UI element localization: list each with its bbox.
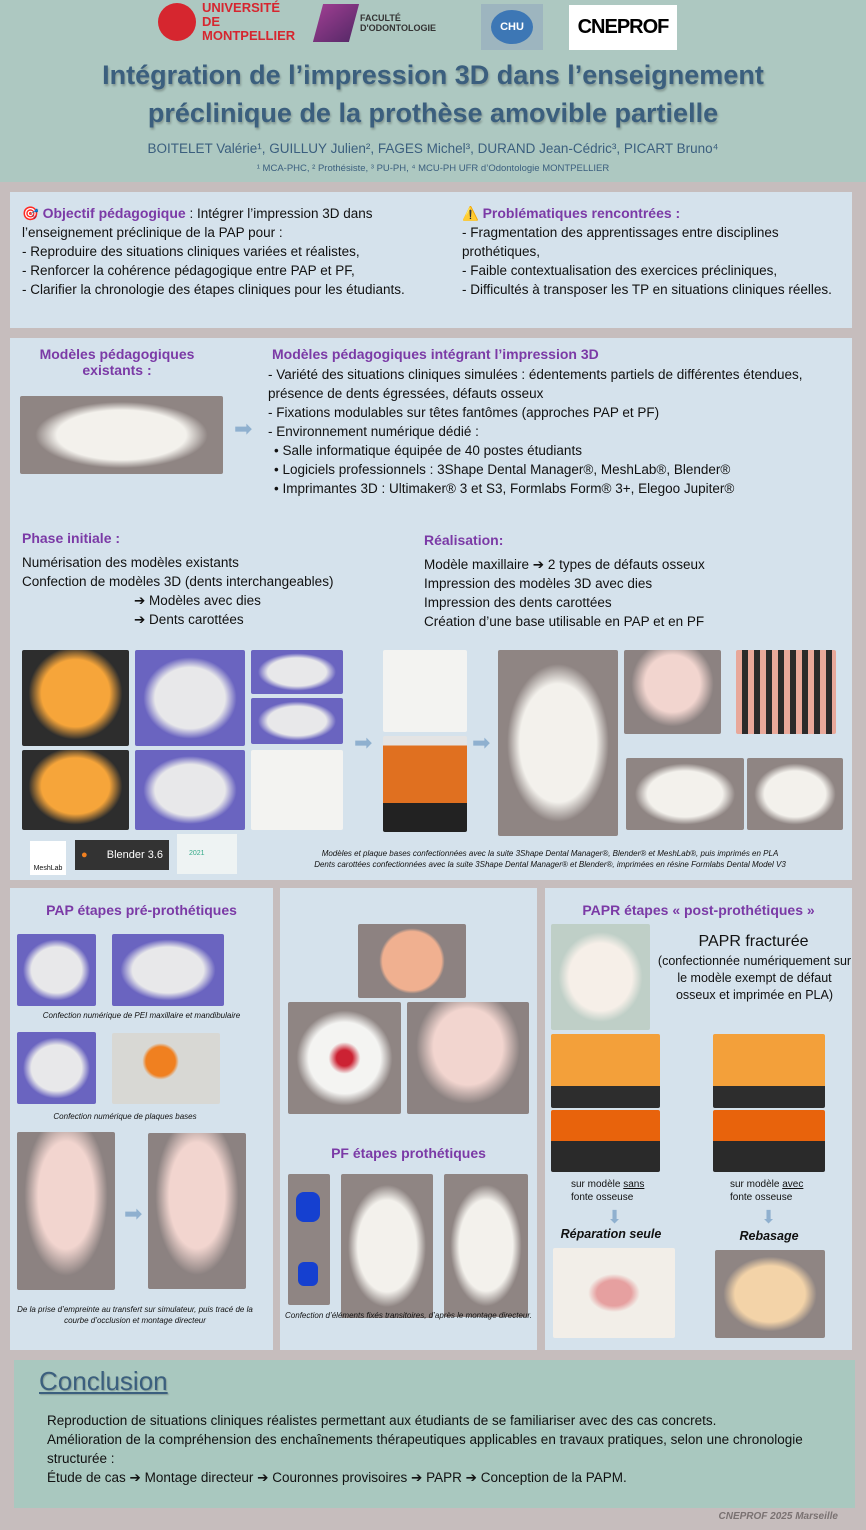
papr-panel: PAPR étapes « post-prothétiques » PAPR f… bbox=[545, 888, 852, 1350]
models-panel: Modèles pédagogiques existants : ➡ Modèl… bbox=[10, 338, 852, 880]
pf-panel: PF étapes prothétiques Confection d’élém… bbox=[280, 888, 537, 1350]
authors: BOITELET Valérie¹, GUILLUY Julien², FAGE… bbox=[147, 141, 719, 156]
model-sans-image bbox=[551, 1110, 660, 1172]
rebasing-result: Rebasage bbox=[739, 1229, 799, 1243]
pap-caption: Confection numérique de plaques bases bbox=[53, 1112, 197, 1121]
blender-icon: ● bbox=[81, 849, 88, 861]
printer-ultimaker-photo bbox=[383, 650, 467, 732]
model-avec-image bbox=[713, 1110, 825, 1172]
blue-crowns-photo bbox=[288, 1174, 330, 1305]
logo-cneprof: CNEPROF bbox=[569, 5, 677, 50]
logo-universite-montpellier: UNIVERSITÉ DE MONTPELLIER bbox=[158, 1, 295, 43]
repair-result: Réparation seule bbox=[560, 1227, 662, 1241]
montage-photo bbox=[148, 1133, 246, 1289]
pf-caption: Confection d’éléments fixés transitoires… bbox=[285, 1311, 532, 1320]
arrow-right-icon: ➡ bbox=[124, 1201, 143, 1226]
base-plate-image bbox=[17, 1032, 96, 1104]
pap-caption: Confection numérique de PEI maxillaire e… bbox=[42, 1011, 241, 1020]
arrow-right-icon: ➡ bbox=[354, 730, 373, 755]
affiliations: ¹ MCA-PHC, ² Prothésiste, ³ PU-PH, ⁴ MCU… bbox=[256, 163, 610, 174]
carrot-teeth-photo bbox=[736, 650, 836, 734]
pf-model-photo bbox=[407, 1002, 529, 1114]
papr-title: PAPR fracturée bbox=[698, 933, 809, 950]
pf-model-photo bbox=[341, 1174, 433, 1318]
blender-logo: ●Blender 3.6 bbox=[75, 840, 169, 870]
header: UNIVERSITÉ DE MONTPELLIER FACULTÉ D'ODON… bbox=[0, 0, 866, 182]
pei-image bbox=[17, 934, 96, 1006]
pap-heading: PAP étapes pré-prothétiques bbox=[46, 902, 237, 918]
papr-heading: PAPR étapes « post-prothétiques » bbox=[582, 902, 815, 918]
seal-icon bbox=[158, 3, 196, 41]
arrow-right-icon: ➡ bbox=[234, 416, 253, 441]
fractured-papr-photo bbox=[551, 924, 650, 1030]
faculte-icon bbox=[312, 4, 360, 42]
problems: ⚠️ Problématiques rencontrées : - Fragme… bbox=[462, 205, 832, 297]
pf-model-photo bbox=[288, 1002, 401, 1114]
software-caption: Modèles et plaque bases confectionnées a… bbox=[314, 849, 786, 869]
realisation-list: Modèle maxillaire ➔ 2 types de défauts o… bbox=[424, 557, 705, 629]
conclusion-panel: Conclusion Reproduction de situations cl… bbox=[14, 1360, 855, 1508]
logo-faculte: FACULTÉ D'ODONTOLOGIE bbox=[312, 2, 463, 44]
printer-formlabs-photo bbox=[383, 736, 467, 832]
model-3d-image bbox=[22, 650, 129, 746]
existing-models-photo bbox=[20, 396, 223, 474]
pf-model-photo bbox=[444, 1174, 528, 1317]
realisation-heading: Réalisation: bbox=[424, 532, 504, 548]
pap-caption: De la prise d’empreinte au transfert sur… bbox=[17, 1305, 253, 1325]
3shape-logo: 2021 bbox=[177, 834, 237, 874]
phase-heading: Phase initiale : bbox=[22, 530, 121, 546]
impression-photo bbox=[17, 1132, 115, 1290]
arrow-down-icon: ⬇ bbox=[761, 1207, 777, 1227]
warning-icon: ⚠️ bbox=[462, 206, 479, 221]
model-avec-image bbox=[713, 1034, 825, 1108]
arrow-right-icon: ➡ bbox=[472, 730, 491, 755]
printed-model-photo bbox=[626, 758, 744, 830]
papr-description: (confectionnée numériquement sur le modè… bbox=[657, 954, 852, 1002]
conclusion-text: Reproduction de situations cliniques réa… bbox=[47, 1413, 803, 1485]
teeth-tray-photo bbox=[358, 924, 466, 998]
3d-models-heading: Modèles pédagogiques intégrant l’impress… bbox=[272, 346, 599, 362]
model-3d-image bbox=[251, 698, 343, 744]
objectives-panel: 🎯 Objectif pédagogique : Intégrer l’impr… bbox=[10, 192, 852, 328]
pf-heading: PF étapes prothétiques bbox=[331, 1145, 486, 1161]
printed-model-photo bbox=[624, 650, 721, 734]
pap-panel: PAP étapes pré-prothétiques Confection n… bbox=[10, 888, 273, 1350]
objectives: 🎯 Objectif pédagogique : Intégrer l’impr… bbox=[22, 205, 405, 297]
printed-model-photo bbox=[498, 650, 618, 836]
arrow-down-icon: ⬇ bbox=[607, 1207, 623, 1227]
rebasing-photo bbox=[715, 1250, 825, 1338]
model-3d-image bbox=[135, 750, 245, 830]
conclusion-heading: Conclusion bbox=[39, 1366, 168, 1396]
footer: CNEPROF 2025 Marseille bbox=[718, 1511, 839, 1522]
model-3d-image bbox=[135, 650, 245, 746]
logo-chu: CHU bbox=[481, 4, 543, 50]
printed-model-photo bbox=[747, 758, 843, 830]
model-sans-image bbox=[551, 1034, 660, 1108]
existing-models-heading: Modèles pédagogiques existants : bbox=[39, 346, 195, 378]
3d-models-list: - Variété des situations cliniques simul… bbox=[268, 367, 803, 496]
meshlab-logo: MeshLab bbox=[30, 841, 66, 875]
model-3d-image bbox=[251, 750, 343, 830]
model-3d-image bbox=[251, 650, 343, 694]
model-3d-image bbox=[22, 750, 129, 830]
target-icon: 🎯 bbox=[22, 206, 39, 221]
page-title: Intégration de l’impression 3D dans l’en… bbox=[102, 60, 764, 128]
base-plate-image bbox=[112, 1033, 220, 1104]
pei-image bbox=[112, 934, 224, 1006]
repair-photo bbox=[553, 1248, 675, 1338]
